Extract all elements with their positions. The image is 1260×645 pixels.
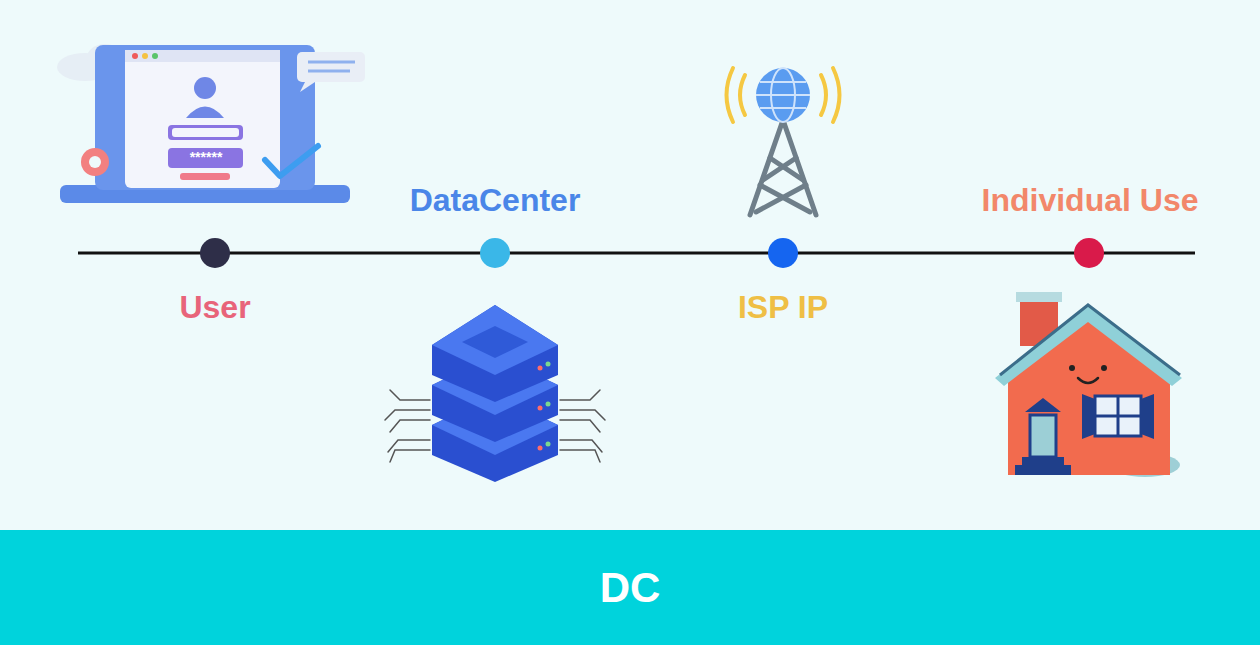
timeline-dot bbox=[480, 238, 510, 268]
password-mask: ****** bbox=[190, 150, 223, 165]
stage-label: User bbox=[179, 290, 250, 325]
timeline bbox=[78, 252, 1195, 255]
login-illustration bbox=[57, 44, 365, 203]
stage-label: Individual Use bbox=[982, 183, 1199, 218]
stage-label: ISP IP bbox=[738, 290, 828, 325]
timeline-dot bbox=[768, 238, 798, 268]
logo-text: DC bbox=[600, 565, 661, 611]
stage-label: DataCenter bbox=[410, 183, 581, 218]
footer-band bbox=[0, 530, 1260, 645]
tower-illustration bbox=[727, 68, 840, 215]
house-illustration bbox=[995, 292, 1182, 477]
timeline-dot bbox=[1074, 238, 1104, 268]
server-illustration bbox=[385, 305, 605, 482]
timeline-dot bbox=[200, 238, 230, 268]
